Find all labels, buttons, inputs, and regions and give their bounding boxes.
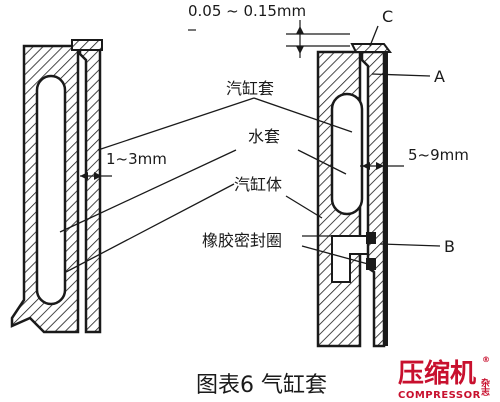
point-b-label: B xyxy=(444,237,455,256)
brand-name-en: COMPRESSOR xyxy=(398,390,481,401)
gap-left-label: 1~3mm xyxy=(106,150,167,168)
gap-right-arrows xyxy=(360,162,404,170)
gap-right-label: 5~9mm xyxy=(408,146,469,164)
water-jacket-label: 水套 xyxy=(248,127,280,146)
clearance-top-label: 0.05 ~ 0.15mm xyxy=(188,2,306,20)
brand-registered: ® xyxy=(482,355,490,364)
leader-lines xyxy=(59,25,441,273)
figure-caption: 图表6 气缸套 xyxy=(196,373,327,398)
clearance-dimension xyxy=(188,20,350,58)
point-a-label: A xyxy=(434,67,445,86)
gap-left-arrows xyxy=(80,172,112,180)
cylinder-liner-label: 汽缸套 xyxy=(226,79,274,98)
compressor-magazine-logo: 压缩机 COMPRESSOR 杂志 ® xyxy=(398,355,490,401)
left-cylinder-wall xyxy=(10,39,103,334)
brand-magazine: 杂志 xyxy=(479,377,490,397)
point-c-label: C xyxy=(382,7,393,26)
brand-name-cn: 压缩机 xyxy=(398,358,476,389)
cylinder-body-label: 汽缸体 xyxy=(234,175,282,194)
rubber-seal-label: 橡胶密封圈 xyxy=(202,231,282,250)
right-cylinder-wall xyxy=(316,43,392,348)
